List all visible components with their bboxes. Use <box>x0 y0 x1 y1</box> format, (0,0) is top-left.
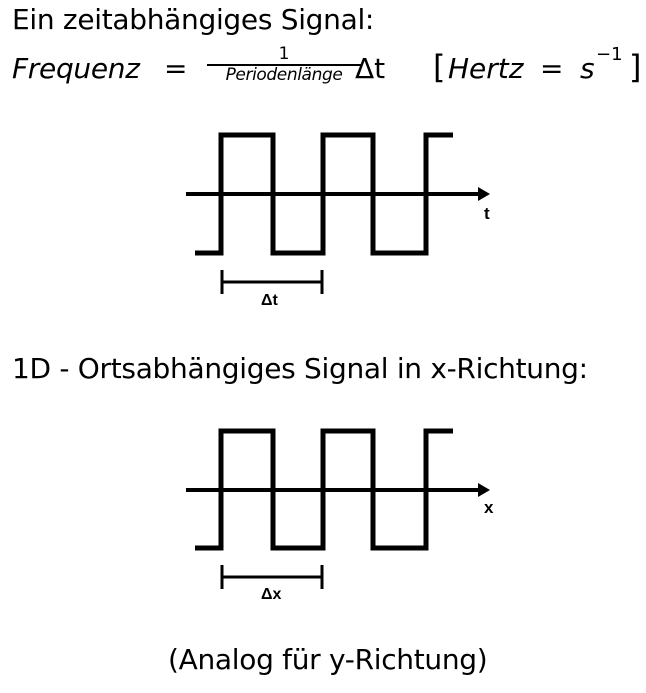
unit-close-bracket: ] <box>629 48 642 86</box>
time-signal-diagram <box>186 132 490 294</box>
fraction-bar <box>207 64 361 66</box>
square-wave <box>195 132 453 256</box>
x-axis-label: x <box>484 498 494 517</box>
unit-name: Hertz <box>448 52 524 85</box>
fraction-denominator: Periodenlänge <box>225 65 343 85</box>
formula-equals: = <box>164 52 188 85</box>
unit-equals: = <box>540 52 564 85</box>
period-label-dt: Δt <box>261 292 278 309</box>
footer-note: (Analog für y-Richtung) <box>168 643 488 676</box>
x-axis-arrow-icon <box>478 483 490 497</box>
spatial-signal-diagram <box>186 428 490 589</box>
unit-open-bracket: [ <box>433 48 446 86</box>
period-label-dx: Δx <box>261 586 282 603</box>
time-axis-label: t <box>484 204 490 223</box>
fraction-numerator: 1 <box>278 44 290 64</box>
unit-base: s <box>580 52 595 85</box>
formula-lhs: Frequenz <box>12 52 140 85</box>
formula-fraction: 1 Periodenlänge <box>207 46 361 90</box>
time-axis-arrow-icon <box>478 187 490 201</box>
formula-factor: Δt <box>355 52 386 85</box>
section1-heading: Ein zeitabhängiges Signal: <box>12 3 375 36</box>
unit-exponent: −1 <box>596 44 623 65</box>
section2-heading: 1D - Ortsabhängiges Signal in x-Richtung… <box>12 352 588 385</box>
square-wave <box>195 428 453 551</box>
